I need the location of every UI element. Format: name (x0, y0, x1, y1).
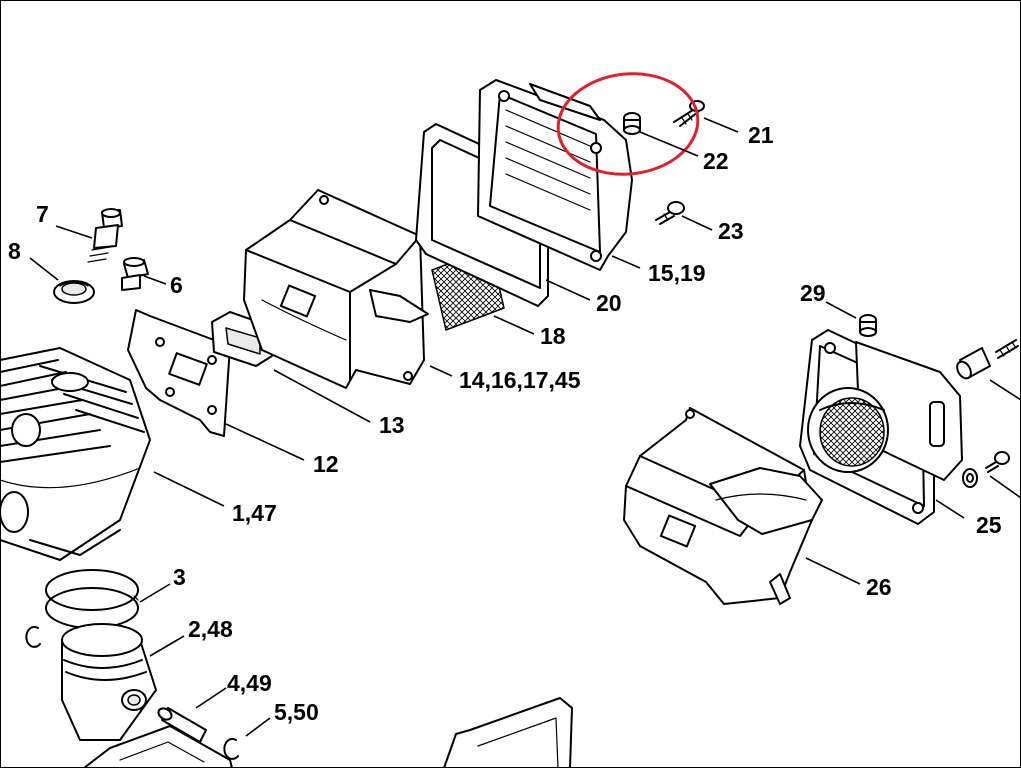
label-part-15-19: 15,19 (648, 260, 706, 286)
stud-part (995, 339, 1019, 359)
label-part-26: 26 (866, 574, 892, 600)
valve-seat-part (53, 280, 95, 304)
label-part-8: 8 (8, 238, 21, 264)
screw-23-part (655, 201, 685, 225)
label-part-14-16-17-45: 14,16,17,45 (459, 367, 581, 393)
label-part-1-47: 1,47 (232, 500, 277, 526)
decompression-valve-part (87, 208, 123, 263)
label-part-29: 29 (800, 280, 826, 306)
screw-22-part (623, 112, 641, 135)
label-part-2-48: 2,48 (188, 616, 233, 642)
label-part-21: 21 (748, 122, 774, 148)
leader-lines (29, 117, 1021, 737)
label-part-7: 7 (36, 201, 49, 227)
circlip-left-part (25, 625, 41, 648)
label-part-3: 3 (173, 564, 186, 590)
circlip-right-part (223, 737, 239, 760)
bottom-gasket-part (443, 697, 573, 768)
label-part-23: 23 (718, 218, 744, 244)
label-part-13: 13 (379, 412, 405, 438)
label-part-18: 18 (540, 323, 566, 349)
cylinder-part (0, 347, 151, 561)
muffler-housing-part (623, 407, 823, 605)
label-part-25: 25 (976, 512, 1002, 538)
intake-flange-part (799, 329, 963, 525)
crankcase-gasket-part (83, 725, 233, 768)
label-part-20: 20 (596, 290, 622, 316)
piston-rings-part (45, 569, 139, 629)
screw-21-part (673, 100, 705, 127)
muffler-cover-part (477, 79, 633, 271)
plug-screw-part (121, 257, 149, 291)
piston-part (61, 623, 157, 741)
label-part-6: 6 (170, 272, 183, 298)
sleeve-part (956, 347, 991, 380)
label-part-22: 22 (703, 148, 729, 174)
label-part-5-50: 5,50 (274, 699, 319, 725)
screw-right-part (985, 451, 1010, 473)
washer-part (962, 468, 978, 488)
label-part-4-49: 4,49 (227, 670, 272, 696)
label-part-12: 12 (313, 451, 339, 477)
flange-plate-part (127, 309, 231, 437)
muffler-body-part (243, 189, 429, 389)
screw-29-part (859, 314, 877, 337)
highlight-circle (556, 72, 700, 176)
